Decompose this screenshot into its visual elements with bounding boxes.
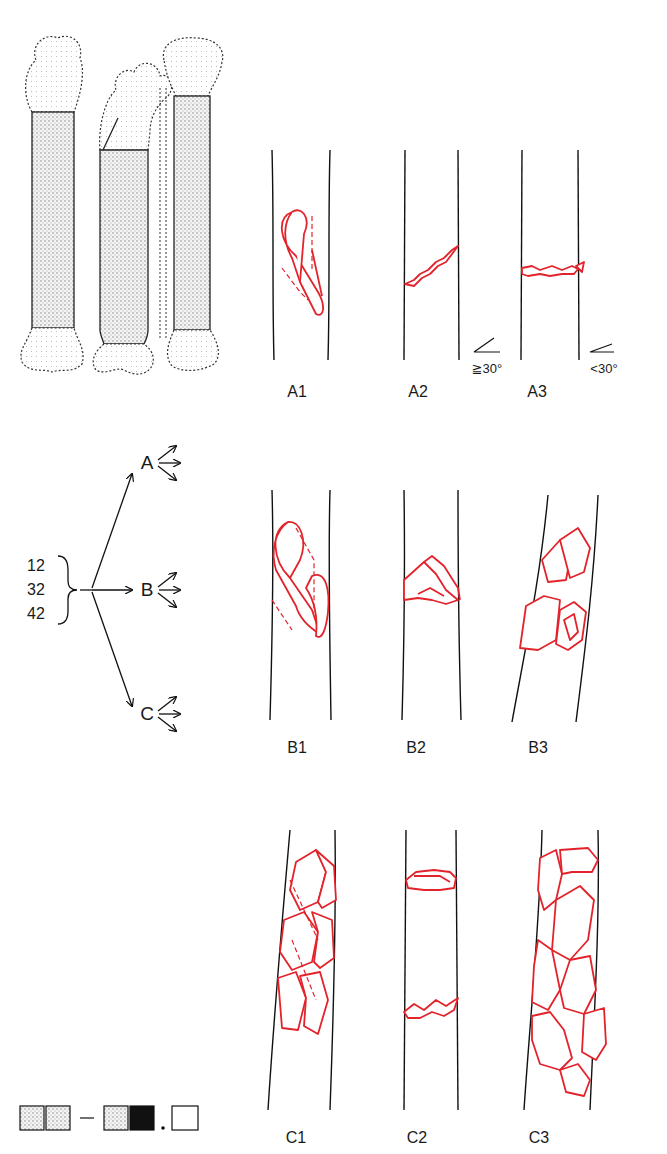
bone-segment-code: 12 (27, 557, 45, 575)
classification-tree (58, 446, 180, 731)
type-letter: A (141, 452, 154, 474)
angle-label: <30° (590, 362, 617, 377)
bone-shafts (268, 150, 598, 1110)
group-code: C1 (286, 1129, 306, 1147)
group-code: B3 (528, 739, 548, 757)
group-code: C2 (407, 1129, 427, 1147)
group-code: C3 (529, 1129, 549, 1147)
group-code: B1 (287, 739, 307, 757)
angle-label: ≧30° (472, 362, 503, 377)
group-code: B2 (406, 739, 426, 757)
bone-segment-code: 42 (27, 605, 45, 623)
type-letter: B (141, 579, 154, 601)
bone-segment-code: 32 (27, 581, 45, 599)
fracture-lines (272, 210, 614, 1096)
code-boxes (20, 1106, 198, 1130)
group-code: A2 (408, 383, 428, 401)
group-code: A1 (287, 383, 307, 401)
type-letter: C (140, 703, 154, 725)
group-code: A3 (527, 383, 547, 401)
bone-outlines (21, 36, 223, 374)
